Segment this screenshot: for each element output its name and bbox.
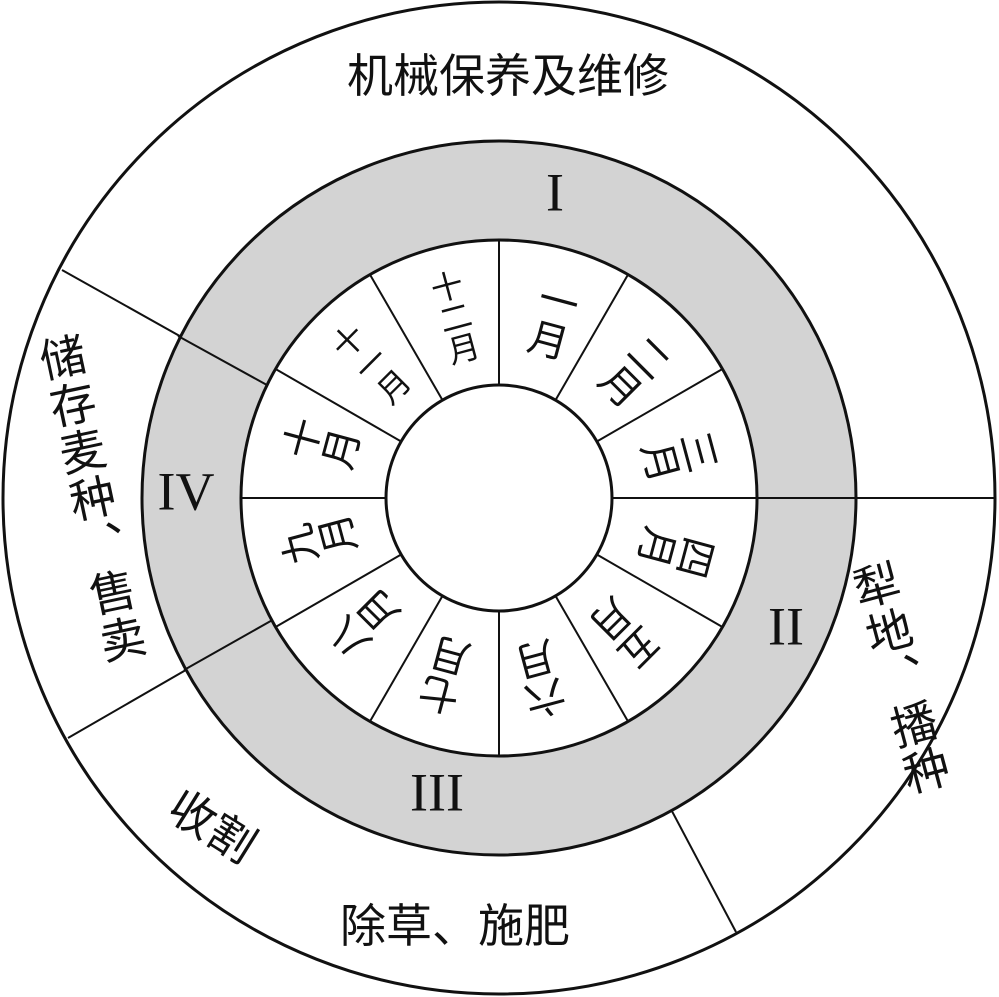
month-spokes [241, 240, 757, 756]
season-label-3: III [410, 762, 464, 822]
month-spoke [596, 368, 723, 443]
month-spoke [369, 274, 444, 401]
month-spoke [554, 274, 629, 401]
season-label-2: II [768, 596, 804, 656]
month-spoke [596, 553, 723, 628]
season-divider-left-upper [177, 335, 277, 391]
season-label-4: IV [158, 461, 215, 521]
season-divider-left-lower [183, 617, 277, 671]
season-label-1: I [546, 162, 564, 222]
month-spoke [275, 553, 402, 628]
center-hub [384, 383, 614, 613]
month-spoke [554, 595, 629, 722]
activity-top: 机械保养及维修 [347, 49, 669, 103]
month-spoke [369, 595, 444, 722]
month-spoke [275, 368, 402, 443]
activity-bottom: 除草、施肥 [340, 899, 570, 953]
